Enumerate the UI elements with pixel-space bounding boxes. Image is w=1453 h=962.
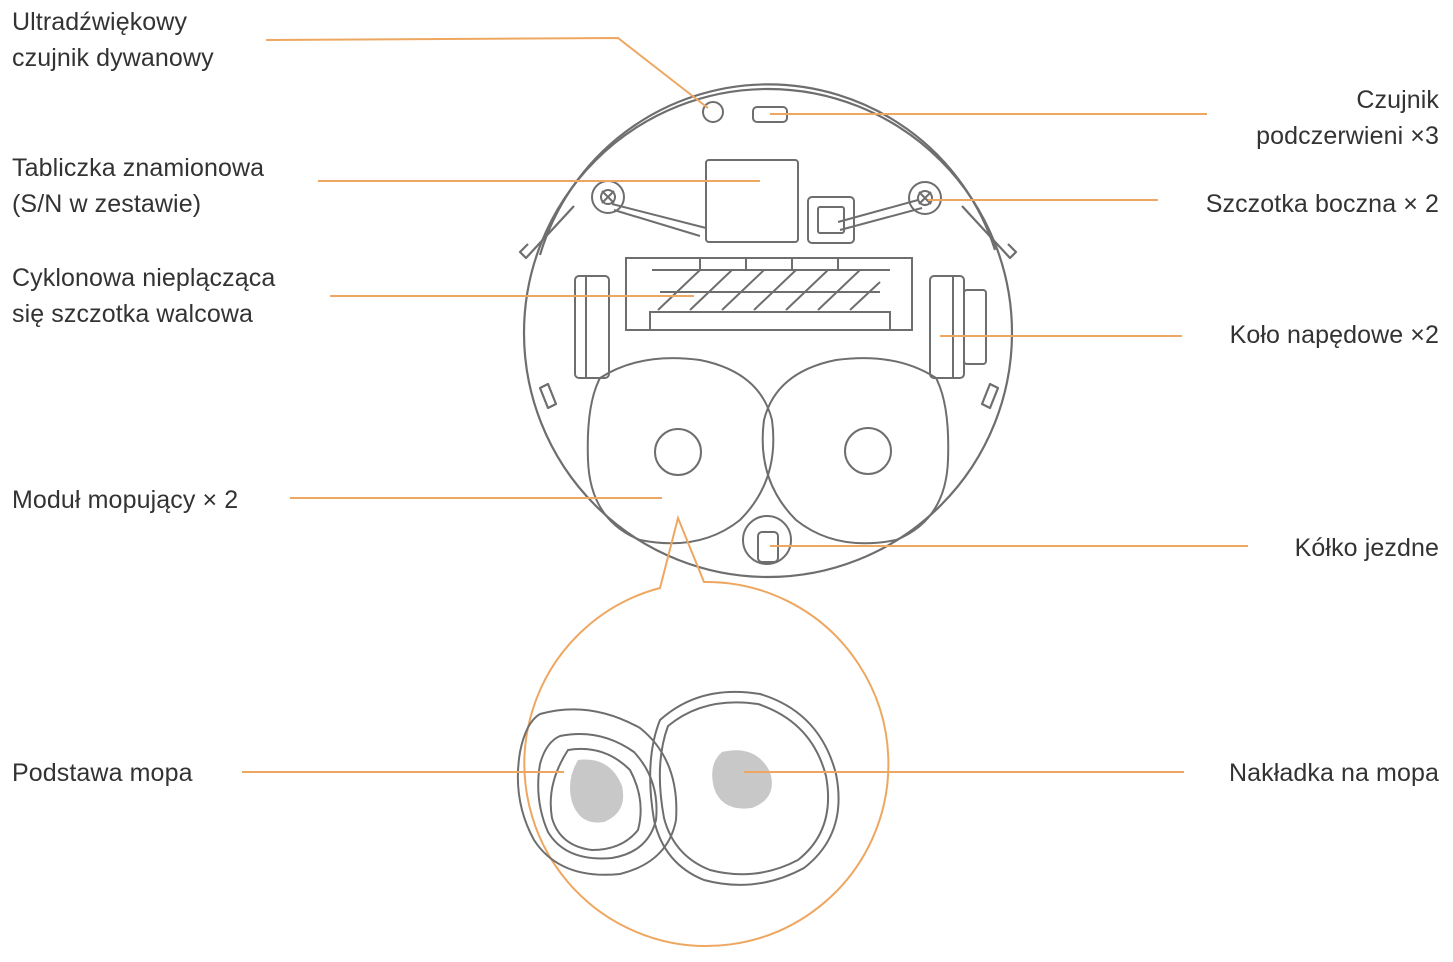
roller-brush-shape [625,257,913,331]
ultrasonic-sensor-icon [702,101,724,123]
label-mop-base: Podstawa mopa [12,759,193,787]
label-side-brush: Szczotka boczna × 2 [1205,190,1439,218]
mop-base-patch [570,759,624,823]
rating-plate-shape [611,159,799,243]
label-mop-pad: Nakładka na mopa [1228,759,1439,787]
mop-pad-patch [712,750,772,809]
label-ultrasonic-sensor: Ultradźwiękowy czujnik dywanowy [12,8,214,72]
label-drive-wheel: Koło napędowe ×2 [1229,321,1439,349]
label-mop-module: Moduł mopujący × 2 [12,486,239,514]
side-brush-right-icon [908,181,942,215]
drive-wheel-left [574,275,610,379]
zoom-bubble [523,514,890,947]
callout-line-ultrasonic [265,36,709,109]
mop-module-left [586,357,775,545]
label-roller-brush: Cyklonowa nieplącząca się szczotka walco… [12,264,276,328]
label-caster: Kółko jezdne [1294,534,1439,562]
callout-lines [242,36,1248,773]
side-brush-arm [807,196,923,244]
label-rating-plate: Tabliczka znamionowa (S/N w zestawie) [12,154,265,218]
drive-wheel-right [929,275,987,379]
label-ir-sensor: Czujnik podczerwieni ×3 [1256,86,1439,150]
zoomed-mop-pad [649,690,840,886]
caster-wheel [742,515,792,565]
zoomed-mop-base [516,708,678,876]
robot-body [518,83,1018,579]
mop-module-right [761,357,950,545]
side-brush-left-icon [591,180,625,214]
